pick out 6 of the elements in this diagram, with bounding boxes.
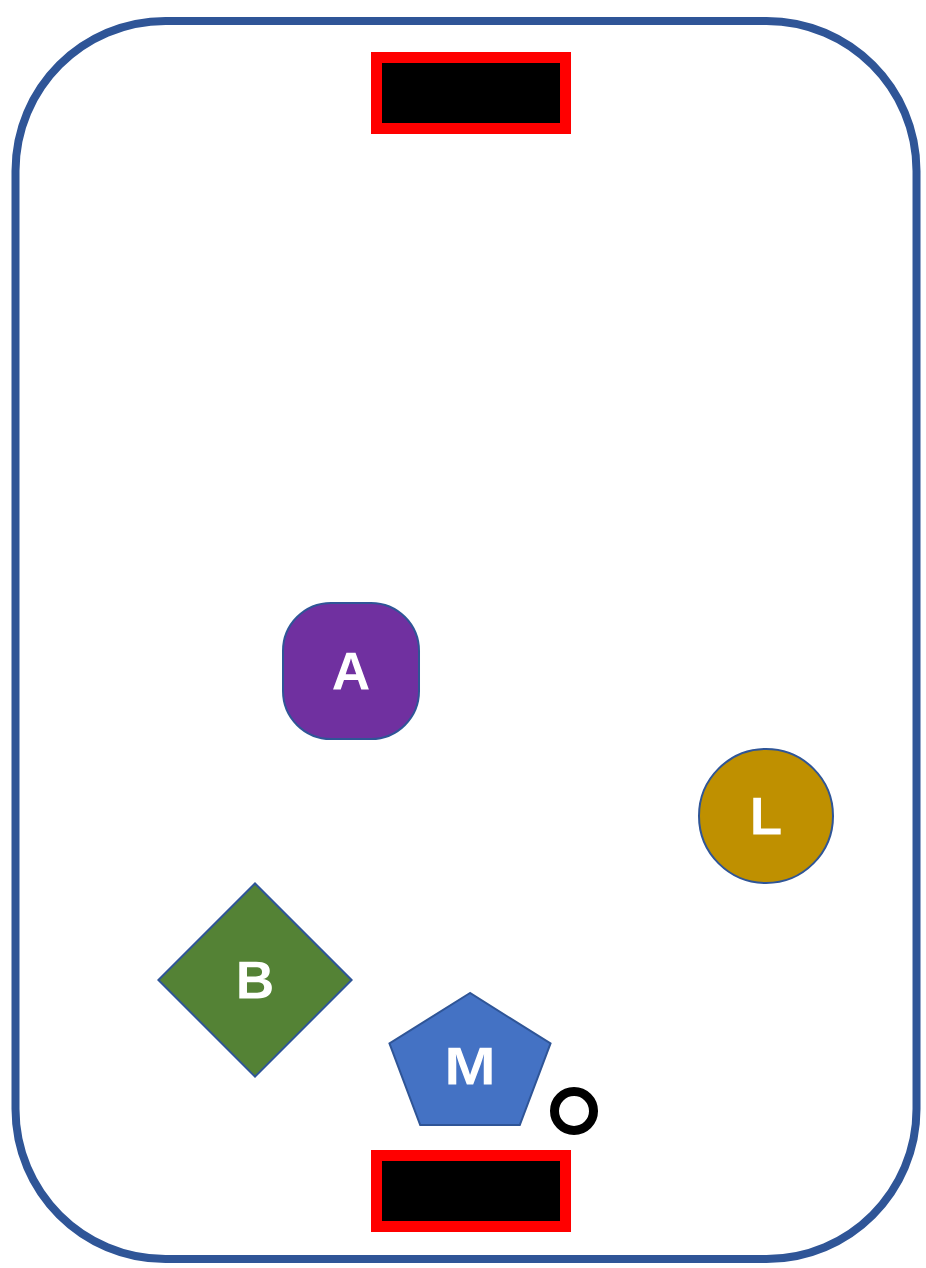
terminal-box: [371, 52, 571, 134]
circle-node: L: [698, 748, 834, 884]
ring: [550, 1087, 598, 1135]
board-frame: [11, 17, 921, 1263]
terminal-box: [371, 1150, 571, 1232]
diamond-node: B: [157, 882, 353, 1078]
